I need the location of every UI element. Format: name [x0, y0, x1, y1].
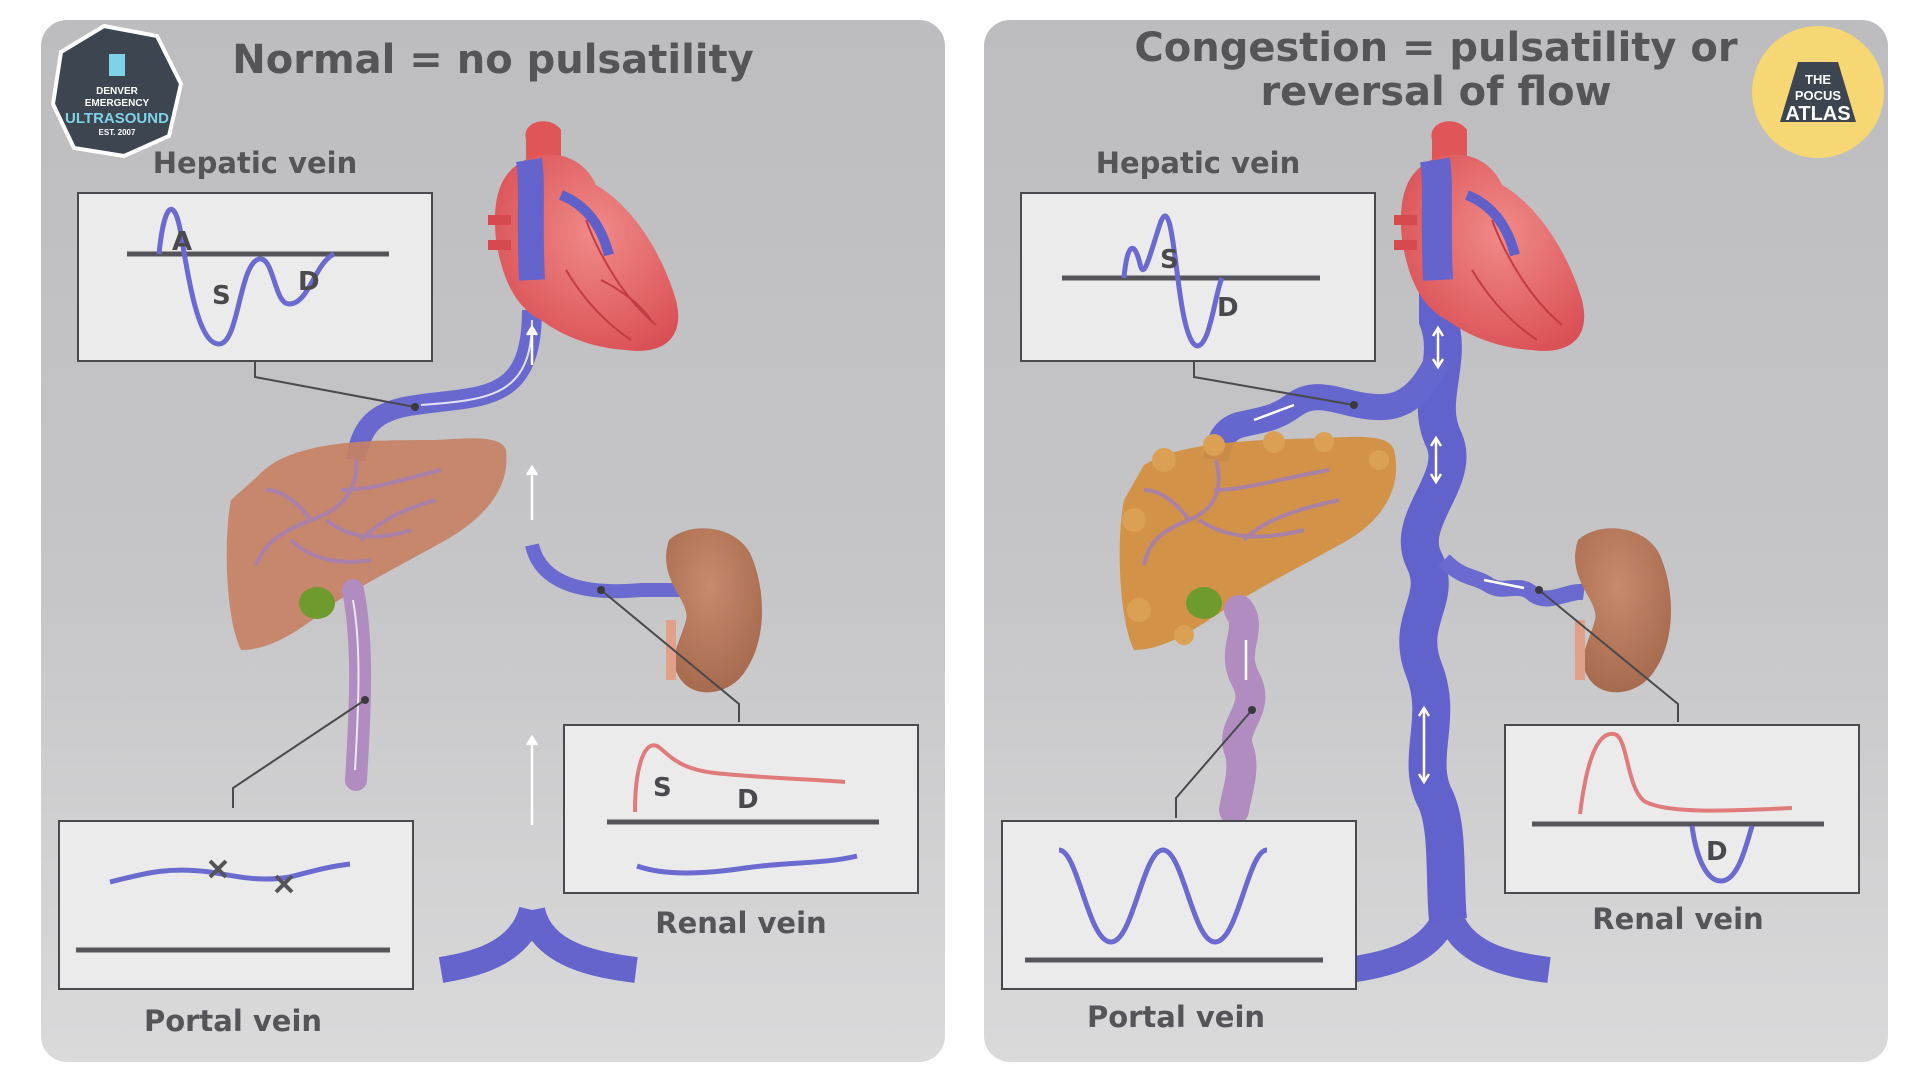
congestion-panel: THE POCUS ATLAS Congestion = pulsatility… [984, 20, 1888, 1062]
svg-text:DENVER: DENVER [96, 86, 138, 97]
renal-vein-doppler-box: S D [563, 724, 919, 894]
portal-vein [342, 579, 372, 791]
normal-panel: DENVER EMERGENCY ULTRASOUND EST. 2007 No… [41, 20, 945, 1062]
pocus-atlas-logo: THE POCUS ATLAS [1752, 26, 1884, 158]
svg-text:S: S [1160, 245, 1179, 275]
svg-text:D: D [298, 267, 320, 297]
svg-text:ULTRASOUND: ULTRASOUND [65, 110, 169, 127]
portal-vein-label: Portal vein [143, 1004, 323, 1038]
svg-text:D: D [1217, 293, 1239, 323]
svg-text:D: D [1706, 837, 1728, 867]
svg-text:EMERGENCY: EMERGENCY [85, 98, 150, 109]
gallbladder [299, 587, 335, 619]
hepatic-vein-congested [1203, 354, 1450, 463]
hepatic-vein-waveform: S D [1062, 213, 1320, 349]
hepatic-vein-label: Hepatic vein [152, 146, 358, 180]
renal-vein-waveform: D [1532, 731, 1824, 884]
ivc-iliac-right [519, 906, 638, 983]
svg-text:S: S [653, 773, 672, 803]
denver-emergency-ultrasound-logo: DENVER EMERGENCY ULTRASOUND EST. 2007 [50, 24, 184, 159]
svg-text:D: D [737, 785, 759, 815]
svg-text:EST. 2007: EST. 2007 [99, 128, 136, 137]
portal-vein-waveform [1025, 847, 1323, 963]
renal-vein-doppler-box: D [1504, 724, 1860, 894]
normal-title: Normal = no pulsatility [232, 37, 754, 83]
hepatic-vein [346, 309, 542, 462]
svg-text:POCUS: POCUS [1795, 88, 1842, 103]
svg-text:THE: THE [1805, 72, 1831, 87]
hepatic-vein-waveform: A S D [127, 207, 389, 347]
svg-text:A: A [172, 227, 192, 257]
kidney [666, 528, 763, 693]
portal-vein-waveform [76, 859, 390, 953]
hepatic-vein-doppler-box: S D [1020, 192, 1376, 362]
liver [226, 438, 507, 650]
portal-vein-doppler-box [1001, 820, 1357, 990]
gallbladder [1186, 587, 1222, 619]
congestion-title: Congestion = pulsatility or reversal of … [1134, 25, 1738, 115]
congestion-anatomy-illustration [1119, 121, 1679, 983]
svg-text:S: S [212, 281, 231, 311]
hepatic-vein-doppler-box: A S D [77, 192, 433, 362]
renal-vein-label: Renal vein [1592, 902, 1764, 936]
hepatic-vein-label: Hepatic vein [1095, 146, 1301, 180]
renal-vein-label: Renal vein [655, 906, 827, 940]
portal-vein-doppler-box [58, 820, 414, 990]
ivc-congested [1399, 170, 1467, 922]
renal-vein-waveform: S D [607, 743, 879, 876]
portal-vein-label: Portal vein [1086, 1000, 1266, 1034]
svg-text:ATLAS: ATLAS [1785, 103, 1850, 125]
portal-vein-congested [1219, 595, 1266, 825]
renal-vein [525, 542, 681, 599]
renal-vein-congested [1438, 554, 1586, 607]
normal-anatomy-illustration [226, 121, 763, 983]
